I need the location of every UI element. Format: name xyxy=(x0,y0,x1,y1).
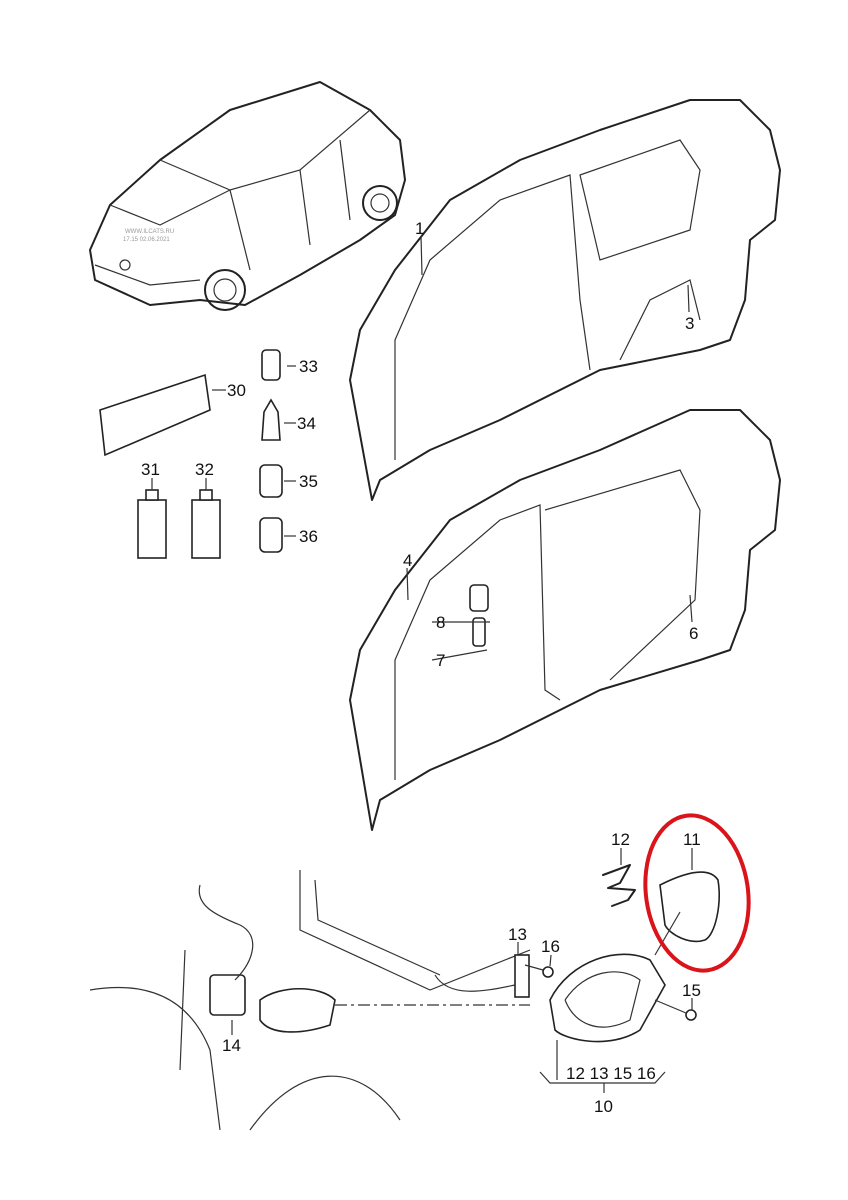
watermark: WWW.ILCATS.RU xyxy=(125,229,174,235)
side-panel-lower xyxy=(349,409,781,831)
callout-10: 10 xyxy=(594,1097,613,1116)
callout-16: 16 xyxy=(541,937,560,956)
callout-1: 1 xyxy=(415,219,424,238)
part-30-pad xyxy=(99,373,211,457)
part-14-actuator xyxy=(198,884,530,1033)
callout-labels: 1 3 4 6 7 8 10 11 12 13 14 15 16 30 31 3… xyxy=(141,219,701,1116)
callout-6: 6 xyxy=(689,624,698,643)
part-10-fuel-filler-housing xyxy=(549,953,666,1043)
svg-text:17.15 02.06.2021: 17.15 02.06.2021 xyxy=(123,237,170,243)
callout-kit-contents: 12 13 15 16 xyxy=(566,1064,656,1083)
callout-15: 15 xyxy=(682,981,701,1000)
callout-3: 3 xyxy=(685,314,694,333)
callout-13: 13 xyxy=(508,925,527,944)
callout-14: 14 xyxy=(222,1036,241,1055)
part-31-can xyxy=(137,489,167,559)
body-rear-quarter-detail xyxy=(89,870,531,1131)
part-34-clip xyxy=(261,398,281,441)
car-overview-illustration: WWW.ILCATS.RU 17.15 02.06.2021 xyxy=(89,81,406,311)
callout-4: 4 xyxy=(403,551,412,570)
part-8-clip xyxy=(469,584,489,612)
side-panel-upper xyxy=(349,99,781,501)
part-13-lock xyxy=(434,954,530,998)
callout-35: 35 xyxy=(299,472,318,491)
callout-31: 31 xyxy=(141,460,160,479)
part-16-screw xyxy=(524,964,554,978)
callout-12: 12 xyxy=(611,830,630,849)
callout-8: 8 xyxy=(436,613,445,632)
part-36-nut xyxy=(259,517,283,553)
part-11-fuel-door xyxy=(654,871,720,956)
part-15-screw xyxy=(654,999,697,1021)
part-32-can xyxy=(191,489,221,559)
callout-36: 36 xyxy=(299,527,318,546)
part-33-clip xyxy=(261,349,281,381)
part-35-nut xyxy=(259,464,283,498)
callout-7: 7 xyxy=(436,651,445,670)
part-7-pin xyxy=(472,617,486,647)
callout-33: 33 xyxy=(299,357,318,376)
leader-lines xyxy=(151,235,693,1093)
callout-32: 32 xyxy=(195,460,214,479)
callout-11: 11 xyxy=(683,830,701,849)
part-12-spring xyxy=(602,864,636,907)
highlight-ring xyxy=(643,813,751,973)
callout-34: 34 xyxy=(297,414,316,433)
callout-30: 30 xyxy=(227,381,246,400)
